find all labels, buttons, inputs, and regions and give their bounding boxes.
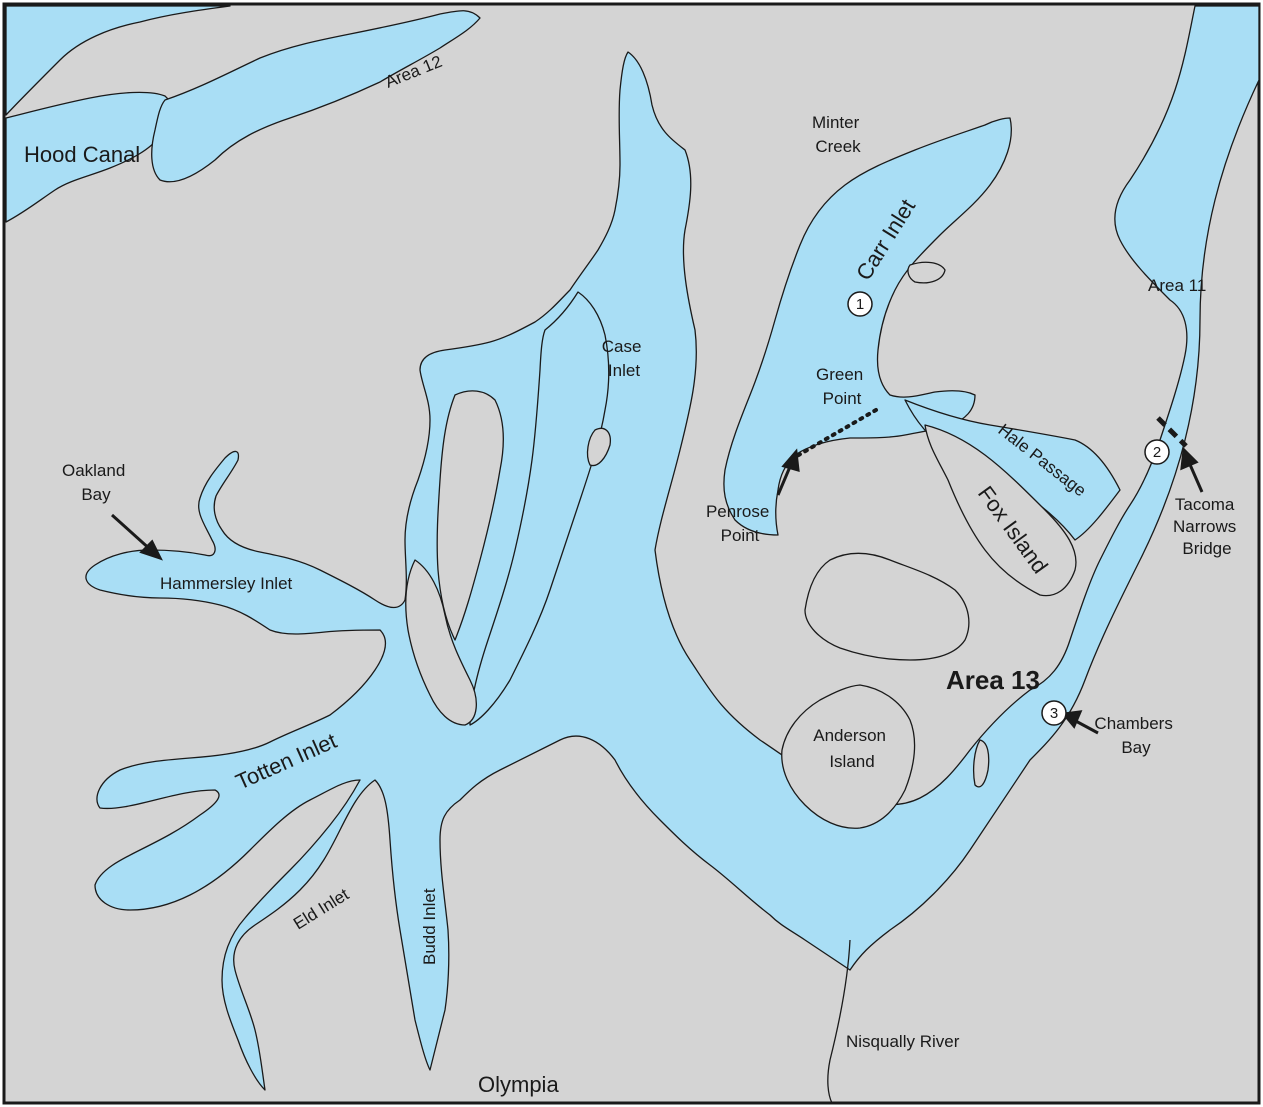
east-island (973, 739, 990, 788)
raft-island (907, 261, 946, 284)
label-case-inlet: Case Inlet (602, 337, 646, 380)
label-area-13: Area 13 (946, 665, 1040, 695)
site-marker-1: 1 (847, 291, 873, 317)
site-marker-3: 3 (1041, 700, 1067, 726)
nisqually-river-line (827, 939, 851, 1104)
label-line: Narrows (1173, 517, 1236, 536)
tacoma-narrows-arrowhead (1180, 446, 1199, 471)
arrows (110, 446, 1204, 735)
marker-number: 3 (1050, 705, 1058, 722)
hood-canal-water (5, 5, 231, 116)
site-marker-2: 2 (1144, 439, 1170, 465)
fox-island (924, 424, 1077, 597)
label-minter-creek: Minter Creek (812, 113, 864, 156)
label-line: Chambers (1094, 714, 1172, 733)
label-line: Creek (815, 137, 861, 156)
marker-number: 2 (1153, 444, 1161, 461)
tacoma-narrows-bridge-line (1156, 416, 1188, 448)
green-penrose-boundary (788, 408, 878, 462)
marker-number: 1 (856, 296, 864, 313)
label-area-11: Area 11 (1148, 276, 1206, 295)
label-line: Island (829, 752, 874, 771)
label-line: Point (823, 389, 862, 408)
marker-circle (1144, 439, 1170, 465)
label-oakland-bay: Oakland Bay (62, 461, 130, 504)
label-nisqually-river: Nisqually River (846, 1032, 960, 1051)
label-line: Minter (812, 113, 860, 132)
islands (405, 261, 1077, 829)
label-budd-inlet: Budd Inlet (420, 888, 439, 965)
harstine-island (436, 390, 504, 641)
label-line: Case (602, 337, 642, 356)
label-chambers-bay: Chambers Bay (1094, 714, 1177, 757)
marker-circle (847, 291, 873, 317)
label-line: Inlet (608, 361, 640, 380)
herron-island (586, 427, 611, 467)
label-hammersley-inlet: Hammersley Inlet (160, 574, 293, 593)
label-line: Point (721, 526, 760, 545)
case-inlet-water (469, 291, 610, 726)
label-line: Oakland (62, 461, 125, 480)
label-olympia: Olympia (478, 1072, 559, 1097)
label-line: Anderson (813, 726, 886, 745)
oakland-bay-arrow (110, 513, 154, 553)
label-line: Penrose (706, 502, 769, 521)
label-anderson-island: Anderson Island (813, 726, 891, 771)
water-bodies (5, 5, 1260, 1091)
oakland-bay-arrowhead (139, 539, 163, 561)
label-line: Tacoma (1175, 495, 1235, 514)
mcneil-island (804, 552, 970, 661)
label-green-point: Green Point (816, 365, 868, 408)
label-line: Green (816, 365, 863, 384)
chambers-bay-arrowhead (1061, 710, 1083, 729)
label-line: Bay (1121, 738, 1151, 757)
label-line: Bay (81, 485, 111, 504)
area-12-water (151, 10, 481, 183)
label-penrose-point: Penrose Point (706, 502, 774, 545)
label-tacoma-narrows-bridge: Tacoma Narrows Bridge (1173, 495, 1241, 558)
marker-circle (1041, 700, 1067, 726)
main-sound-water (85, 5, 1260, 1091)
penrose-arrowhead (781, 448, 800, 473)
anderson-island (781, 684, 916, 829)
label-line: Bridge (1182, 539, 1231, 558)
label-hood-canal: Hood Canal (24, 142, 140, 167)
